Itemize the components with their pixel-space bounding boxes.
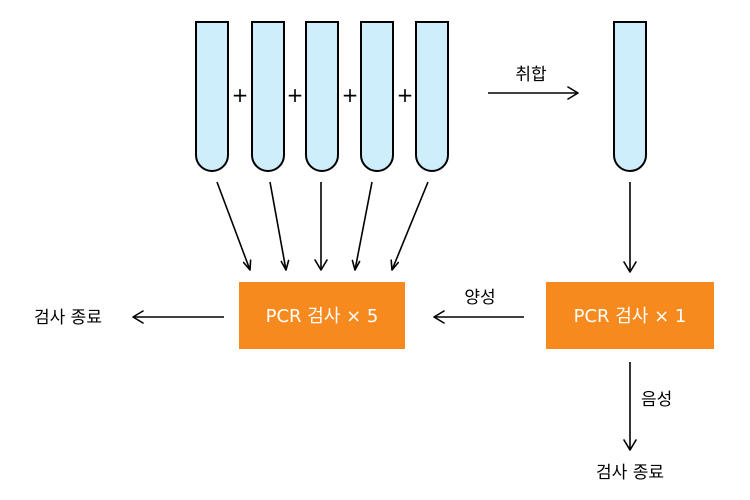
- tube-arrow-3: [314, 182, 328, 271]
- sample-tube-3: [305, 21, 339, 172]
- pool-arrow: [488, 86, 579, 100]
- negative-arrow: [623, 362, 637, 451]
- sample-tubes: [195, 21, 449, 172]
- individual-test-label: PCR 검사 × 5: [266, 306, 379, 327]
- sample-tube-4: [360, 21, 394, 172]
- pooled-tube-arrow: [623, 182, 637, 273]
- sample-tube-2: [251, 21, 285, 172]
- tube-arrow-5: [390, 181, 429, 271]
- pooled-tube: [613, 21, 647, 172]
- end-left-arrow: [132, 310, 224, 324]
- sample-tube-1: [195, 21, 229, 172]
- tube-arrow-1: [216, 181, 252, 271]
- end-left-label: 검사 종료: [34, 308, 102, 328]
- individual-test-box: PCR 검사 × 5: [239, 282, 405, 349]
- tube-arrow-2: [269, 181, 290, 271]
- sample-tube-5: [415, 21, 449, 172]
- positive-label: 양성: [464, 288, 495, 308]
- end-bottom-label: 검사 종료: [596, 463, 664, 483]
- plus-sign-1: +: [232, 83, 249, 107]
- pooled-test-box: PCR 검사 × 1: [546, 282, 714, 349]
- plus-sign-3: +: [342, 83, 359, 107]
- pooled-test-label: PCR 검사 × 1: [574, 306, 687, 327]
- negative-label: 음성: [641, 390, 672, 410]
- pool-label: 취합: [515, 65, 547, 85]
- plus-sign-4: +: [397, 83, 414, 107]
- sample-to-test-arrows: [216, 181, 429, 271]
- tube-arrow-4: [351, 181, 373, 271]
- positive-arrow: [433, 310, 524, 324]
- plus-sign-2: +: [287, 83, 304, 107]
